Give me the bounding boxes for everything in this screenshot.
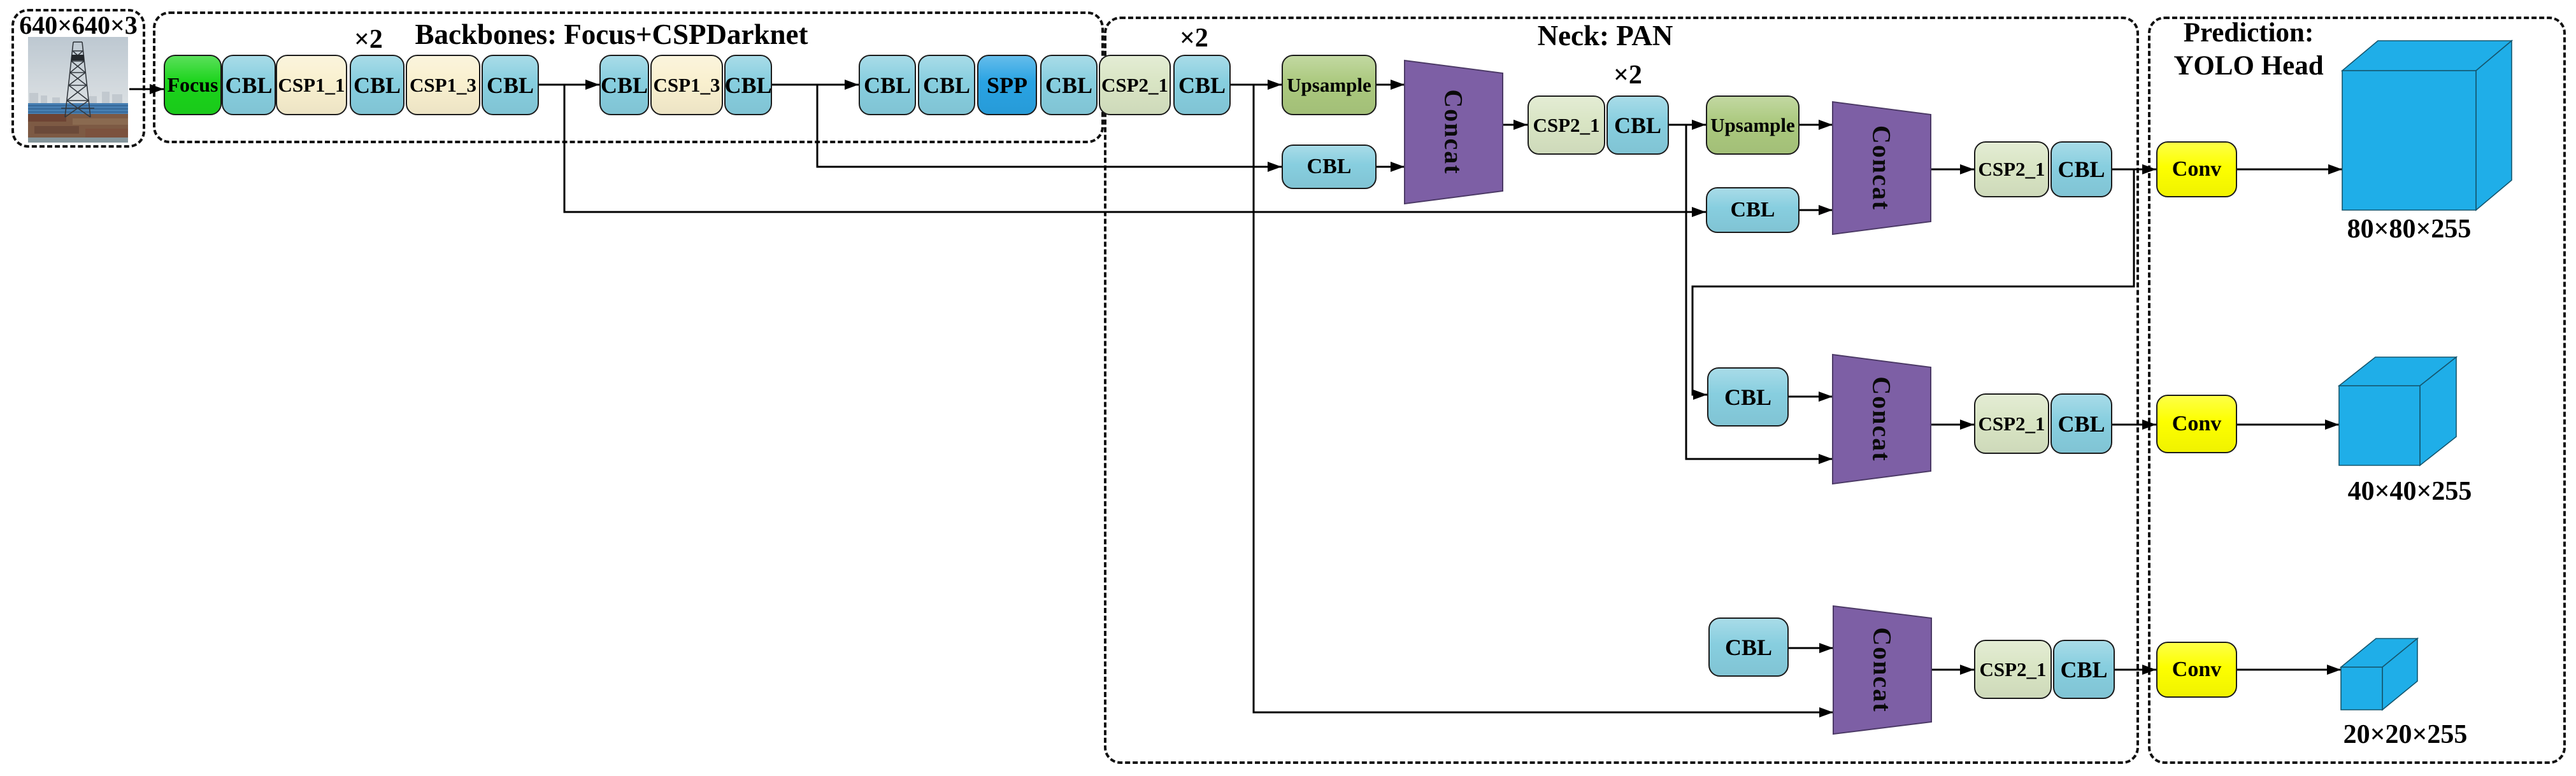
cbl-block-10: CBL xyxy=(1282,145,1377,189)
edge-lateral-p3 xyxy=(563,85,1706,217)
input-photo xyxy=(28,37,128,143)
csp2-1-block-c: CSP2_1 xyxy=(1974,141,2049,197)
cbl-block-11: CBL xyxy=(1606,95,1669,155)
cbl-block-6: CBL xyxy=(859,55,916,115)
output-cube-20-front xyxy=(2340,667,2383,710)
concat-2-label: Concat xyxy=(1868,125,1896,211)
cbl-block-5: CBL xyxy=(724,55,772,115)
cbl-block-4: CBL xyxy=(599,55,649,115)
csp2-1-block-a: CSP2_1 xyxy=(1099,55,1171,115)
conv-block-3: Conv xyxy=(2156,642,2237,698)
edge-lateral-p5-concat4 xyxy=(1252,85,1833,717)
csp1-1-block: CSP1_1 xyxy=(276,55,347,115)
backbone-title: Backbones: Focus+CSPDarknet xyxy=(415,18,808,50)
input-image-box xyxy=(11,9,145,148)
csp2-1-block-d: CSP2_1 xyxy=(1974,393,2049,454)
cbl-block-12: CBL xyxy=(1706,187,1800,233)
conv-block-2: Conv xyxy=(2156,395,2237,453)
cbl-block-15: CBL xyxy=(2050,393,2112,454)
cbl-block-3: CBL xyxy=(482,55,539,115)
cbl-block-7: CBL xyxy=(918,55,975,115)
csp2-1-block-e: CSP2_1 xyxy=(1974,640,2052,699)
output-cube-80-label: 80×80×255 xyxy=(2347,215,2472,244)
spp-block: SPP xyxy=(977,55,1037,115)
prediction-title-line1: Prediction: xyxy=(2183,18,2314,48)
conv-block-1: Conv xyxy=(2156,141,2237,197)
concat-1 xyxy=(1404,59,1503,205)
edge-loop-row1-cbl14 xyxy=(1691,169,2135,400)
focus-block: Focus xyxy=(164,55,222,115)
csp1-3-block-a: CSP1_3 xyxy=(406,55,480,115)
output-cube-40-label: 40×40×255 xyxy=(2347,477,2472,506)
concat-2 xyxy=(1832,101,1931,236)
cbl-block-8: CBL xyxy=(1040,55,1098,115)
upsample-block-1: Upsample xyxy=(1282,55,1377,115)
neck-title: Neck: PAN xyxy=(1537,20,1673,52)
multiplier-neck-2: ×2 xyxy=(1614,60,1642,90)
concat-4-label: Concat xyxy=(1868,627,1897,712)
concat-1-label: Concat xyxy=(1440,89,1468,174)
cbl-block-13: CBL xyxy=(2050,141,2112,197)
photo-field-patches xyxy=(28,114,128,143)
output-cube-80-front xyxy=(2342,70,2477,211)
cbl-block-2: CBL xyxy=(350,55,404,115)
output-cube-40-front xyxy=(2338,385,2421,466)
concat-3-label: Concat xyxy=(1868,376,1896,462)
prediction-title-line2: YOLO Head xyxy=(2173,51,2324,81)
cbl-block-17: CBL xyxy=(2053,640,2115,699)
multiplier-backbone: ×2 xyxy=(354,25,383,54)
output-cube-20-label: 20×20×255 xyxy=(2343,720,2468,749)
neck-box xyxy=(1104,17,2139,764)
photo-skyline xyxy=(29,92,122,103)
upsample-block-2: Upsample xyxy=(1706,95,1800,155)
edge-p4branch-concat3 xyxy=(1685,125,1833,464)
csp2-1-block-b: CSP2_1 xyxy=(1528,95,1605,155)
csp1-3-block-b: CSP1_3 xyxy=(650,55,723,115)
cbl-block-14: CBL xyxy=(1707,367,1789,427)
cbl-block-9: CBL xyxy=(1173,55,1231,115)
photo-tower xyxy=(61,41,94,118)
concat-3 xyxy=(1832,353,1931,485)
photo-sky xyxy=(28,37,128,103)
cbl-block-16: CBL xyxy=(1708,617,1789,677)
prediction-title: Prediction: YOLO Head xyxy=(2089,17,2408,83)
edge-lateral-p4 xyxy=(816,85,1282,172)
multiplier-neck-1: ×2 xyxy=(1180,24,1208,53)
cbl-block-1: CBL xyxy=(222,55,276,115)
concat-4 xyxy=(1833,605,1932,735)
input-dims-label: 640×640×3 xyxy=(19,11,138,39)
output-cube-80-side xyxy=(2475,39,2512,211)
photo-tower-platform xyxy=(71,55,84,60)
prediction-box xyxy=(2148,17,2566,764)
